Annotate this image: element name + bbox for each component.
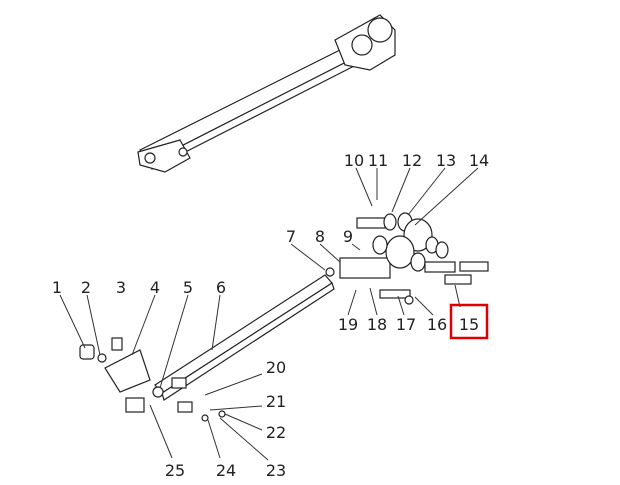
highlight-box bbox=[449, 303, 489, 340]
callout-3[interactable]: 3 bbox=[116, 278, 126, 297]
callout-11[interactable]: 11 bbox=[368, 151, 388, 170]
callout-24[interactable]: 24 bbox=[216, 461, 236, 480]
callout-25[interactable]: 25 bbox=[165, 461, 185, 480]
callout-6[interactable]: 6 bbox=[216, 278, 226, 297]
callout-2[interactable]: 2 bbox=[81, 278, 91, 297]
callout-7[interactable]: 7 bbox=[286, 227, 296, 246]
callout-19[interactable]: 19 bbox=[338, 315, 358, 334]
callout-20[interactable]: 20 bbox=[266, 358, 286, 377]
exploded-rail bbox=[79, 212, 489, 422]
callout-14[interactable]: 14 bbox=[469, 151, 489, 170]
callout-16[interactable]: 16 bbox=[427, 315, 447, 334]
callout-22[interactable]: 22 bbox=[266, 423, 286, 442]
callout-labels: 1 2 3 4 5 6 7 8 9 10 11 12 13 14 15 16 1… bbox=[52, 151, 489, 480]
callout-4[interactable]: 4 bbox=[150, 278, 160, 297]
callout-9[interactable]: 9 bbox=[343, 227, 353, 246]
callout-15[interactable]: 15 bbox=[459, 315, 479, 334]
callout-8[interactable]: 8 bbox=[315, 227, 325, 246]
callout-5[interactable]: 5 bbox=[183, 278, 193, 297]
callout-10[interactable]: 10 bbox=[344, 151, 364, 170]
assembled-rail bbox=[137, 14, 396, 173]
callout-13[interactable]: 13 bbox=[436, 151, 456, 170]
callout-1[interactable]: 1 bbox=[52, 278, 62, 297]
callout-21[interactable]: 21 bbox=[266, 392, 286, 411]
leader-lines bbox=[59, 167, 479, 461]
callout-18[interactable]: 18 bbox=[367, 315, 387, 334]
callout-17[interactable]: 17 bbox=[396, 315, 416, 334]
callout-23[interactable]: 23 bbox=[266, 461, 286, 480]
callout-12[interactable]: 12 bbox=[402, 151, 422, 170]
